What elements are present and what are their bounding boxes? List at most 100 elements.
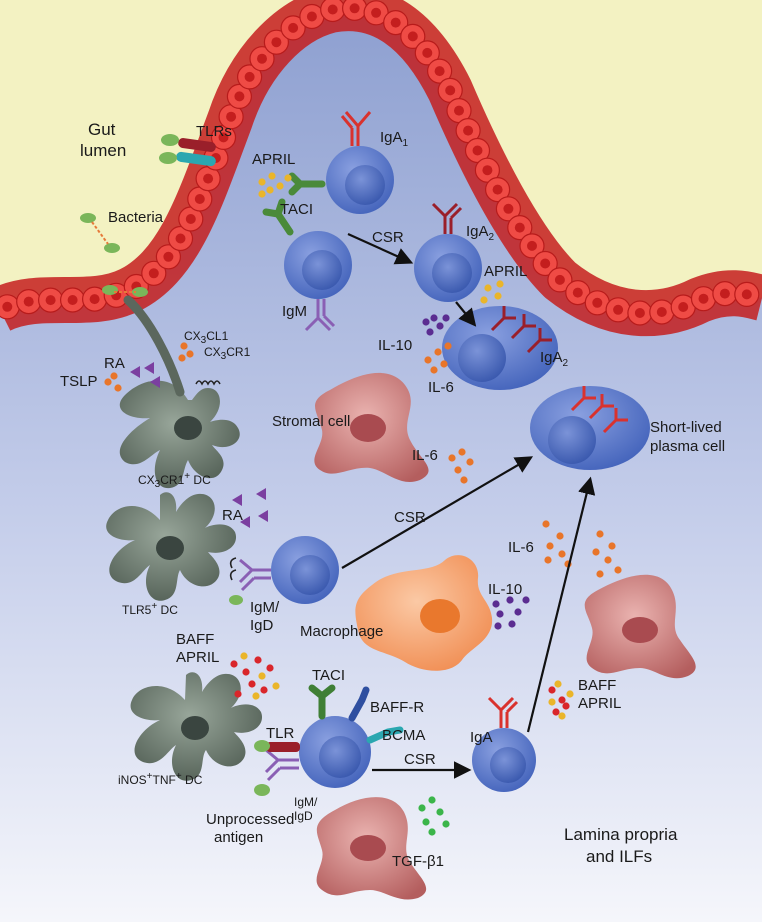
ra-triangles-top — [130, 362, 160, 388]
arrow-csr-mid — [341, 456, 534, 569]
label-igm-igd-mid-1: IgM/ — [250, 599, 280, 616]
il10-dots-top — [430, 314, 438, 322]
label-gut: Gut — [88, 120, 116, 139]
label-tlr: TLR — [266, 725, 295, 742]
label-unprocessed-2: antigen — [214, 829, 263, 846]
epithelial-nucleus — [194, 194, 205, 204]
epithelial-nucleus — [678, 302, 689, 312]
label-ra-top: RA — [104, 355, 125, 372]
unprocessed-antigen-dots — [254, 784, 270, 796]
epithelial-nucleus — [226, 111, 237, 122]
tlr-receptors — [159, 134, 216, 167]
epithelial-nucleus — [306, 11, 317, 22]
label-baff-left: BAFF — [176, 631, 214, 648]
label-short-lived-2: plasma cell — [650, 438, 725, 455]
label-iga1: IgA1 — [380, 129, 409, 149]
il6-dots-top — [444, 342, 452, 350]
epithelial-nucleus — [613, 304, 624, 315]
il10-dots-mid — [494, 622, 502, 630]
label-cx3cr1-dc: CX3CR1+ DC — [138, 471, 211, 490]
tlr-receptor-bottom — [254, 740, 300, 752]
taci-receptor-top — [262, 198, 294, 236]
stromal-cell-top — [314, 372, 429, 483]
label-igm-igd-mid-2: IgD — [250, 617, 274, 634]
baff-april-dots-left — [242, 668, 250, 676]
epithelial-nucleus — [203, 173, 214, 184]
label-iga2-top-sub: 2 — [489, 232, 495, 243]
baff-april-dots-right-yellow — [548, 698, 556, 706]
epithelial-nucleus — [349, 3, 360, 14]
iga2-antibody-top — [431, 202, 463, 234]
epithelial-nucleus — [554, 274, 565, 285]
label-igm-igd-bottom-1: IgM/ — [294, 795, 318, 809]
baff-april-dots-left — [230, 660, 238, 668]
il10-dots-top — [442, 314, 450, 322]
il10-dots-top — [422, 318, 430, 326]
dc-receptors-tlr5 — [229, 557, 243, 605]
b-cell-iga-bottom — [472, 728, 536, 792]
arrow-csr-top — [347, 232, 414, 265]
label-igm: IgM — [282, 303, 307, 320]
iga1-antibody — [340, 111, 372, 146]
epithelial-nucleus — [407, 31, 418, 42]
epithelial-nucleus — [454, 105, 464, 116]
label-lumen: lumen — [80, 141, 126, 160]
bcma-receptor — [366, 726, 404, 744]
il6-dots-far-right — [596, 570, 604, 578]
tgf-dots — [428, 796, 436, 804]
il6-dots-top — [440, 360, 448, 368]
arrows — [341, 232, 596, 779]
baff-april-dots-left-yellow — [258, 672, 266, 680]
april-dots-mid — [484, 284, 492, 292]
epithelial-nucleus — [23, 296, 34, 307]
label-april-left: APRIL — [176, 649, 219, 666]
arrow-iga-to-plasma — [526, 476, 596, 733]
label-il10-top: IL-10 — [378, 337, 412, 354]
tgf-dots — [422, 818, 430, 826]
label-csr-bottom: CSR — [404, 751, 436, 768]
b-cell-bottom — [299, 716, 371, 788]
il6-dots-far-right — [614, 566, 622, 574]
label-taci-bottom: TACI — [312, 667, 345, 684]
iga2-antibodies-plasma — [490, 306, 552, 354]
baff-april-dots-right-yellow — [554, 680, 562, 688]
baff-april-dots-left — [260, 686, 268, 694]
igm-igd-receptor-bottom — [264, 748, 299, 782]
baff-april-dots-right — [562, 702, 570, 710]
epithelial-nucleus — [148, 268, 159, 279]
label-tslp: TSLP — [60, 373, 98, 390]
cx3cr1-receptor — [195, 380, 221, 386]
label-april-mid: APRIL — [484, 263, 527, 280]
epithelial-nucleus — [472, 145, 483, 156]
label-macrophage: Macrophage — [300, 623, 383, 640]
label-iga1-sub: 1 — [403, 138, 409, 149]
label-csr-mid: CSR — [394, 509, 426, 526]
baff-april-dots-left — [248, 680, 256, 688]
label-iga2-plasma-sub: 2 — [563, 358, 569, 369]
label-cx3cr1: CX3CR1 — [204, 345, 251, 362]
ra-triangles-mid — [232, 488, 268, 528]
label-csr-top: CSR — [372, 229, 404, 246]
april-dots-mid — [496, 280, 504, 288]
april-dots-top — [258, 178, 266, 186]
label-iga2-top: IgA2 — [466, 223, 495, 243]
baff-april-dots-right — [558, 696, 566, 704]
epithelial-nucleus — [434, 66, 445, 77]
epithelial-nucleus — [592, 297, 603, 308]
stromal-cell-bottom — [316, 797, 427, 900]
label-cx3cl1: CX3CL1 — [184, 329, 229, 346]
april-receptor — [288, 172, 326, 196]
epithelial-nucleus — [371, 7, 382, 18]
igm-igd-receptor-mid — [238, 558, 271, 592]
b-cell-igm-igd-mid — [271, 536, 339, 604]
label-il10-mid: IL-10 — [488, 581, 522, 598]
label-il6-right: IL-6 — [508, 539, 534, 556]
cx3cr1-dendritic-cell — [119, 295, 240, 489]
label-bcma: BCMA — [382, 727, 425, 744]
april-dots-top — [284, 174, 292, 182]
baff-april-dots-left — [254, 656, 262, 664]
il6-dots-far-right — [592, 548, 600, 556]
il10-dots-mid — [508, 620, 516, 628]
label-iga-bottom: IgA — [470, 729, 493, 746]
label-bacteria: Bacteria — [108, 209, 164, 226]
